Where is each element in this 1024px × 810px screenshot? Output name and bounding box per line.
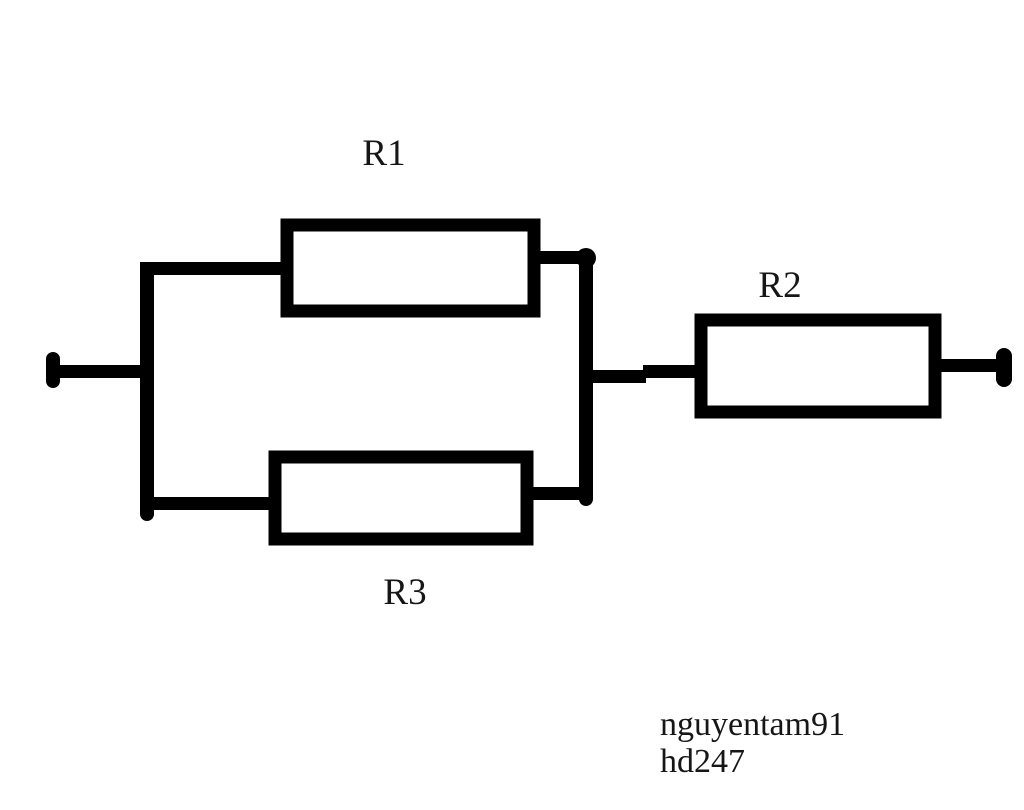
- resistor-r2-body: [694, 313, 942, 419]
- wire-r3-right: [527, 487, 587, 500]
- wire-middle-segment-2: [643, 365, 700, 378]
- resistor-r1-body: [280, 218, 541, 318]
- wire-middle-segment-1: [586, 370, 646, 383]
- wire-top-rail: [140, 262, 287, 275]
- watermark-line2: hd247: [660, 743, 745, 780]
- wire-bottom-rail: [140, 497, 280, 510]
- wire-right-lead: [935, 359, 1001, 372]
- wire-left-lead: [52, 365, 148, 378]
- wire-r1-right: [534, 251, 586, 264]
- resistor-r3-label: R3: [383, 572, 426, 613]
- watermark-line1: nguyentam91: [660, 706, 845, 743]
- junction-dot: [576, 248, 596, 268]
- right-terminal-node: [996, 348, 1012, 387]
- resistor-r2-label: R2: [758, 265, 801, 306]
- left-terminal-node: [46, 352, 60, 388]
- resistor-r1-label: R1: [362, 133, 405, 174]
- resistor-r3-body: [268, 450, 534, 546]
